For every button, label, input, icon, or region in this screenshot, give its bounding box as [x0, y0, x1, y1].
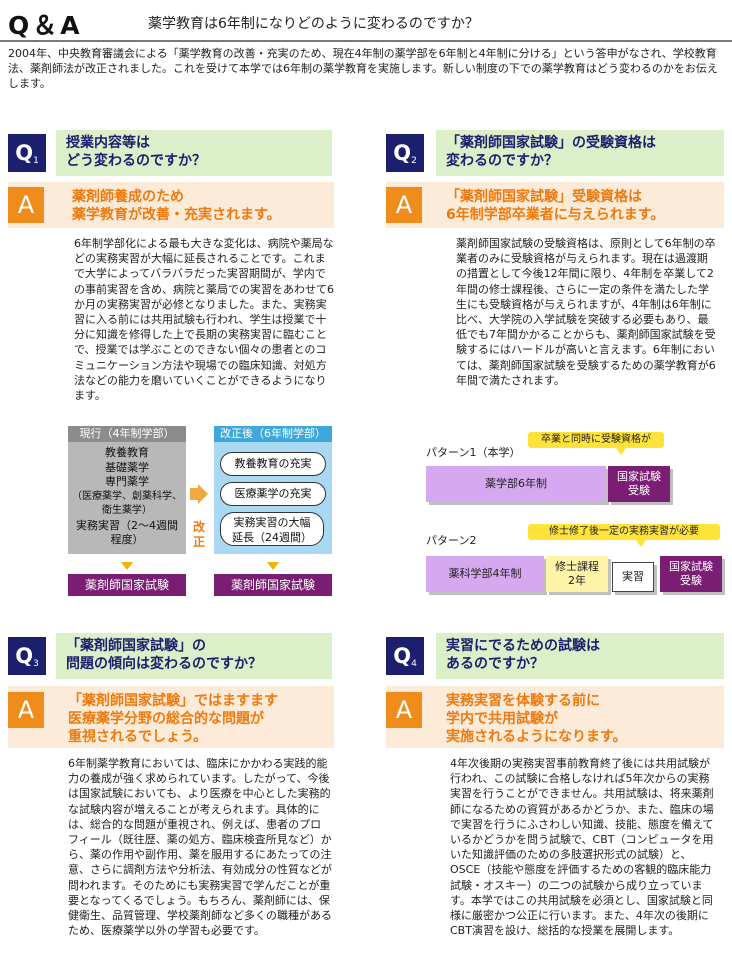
page-title: 薬学教育は6年制になりどのように変わるのですか？ [148, 16, 479, 32]
a1-icon: A [8, 187, 44, 223]
q1-after-item-practice: 実務実習の大幅延長（24週間） [220, 512, 324, 546]
q1-before-down-arrow [121, 562, 133, 570]
q2-icon: Q2 [386, 134, 424, 172]
q2-pattern2-label: パターン2 [426, 534, 477, 547]
q2-pattern2-bar: 薬科学部4年制 [426, 556, 544, 592]
intro-text: 2004年、中央教育審議会による「薬学教育の改善・充実のため、現在4年制の薬学部… [8, 47, 718, 90]
a2-icon: A [386, 187, 422, 223]
q1-question: 授業内容等はどう変わるのですか？ [56, 130, 332, 176]
a3-icon: A [8, 692, 44, 728]
q2-pattern1-bar: 薬学部6年制 [426, 466, 606, 502]
q1-after-item-medical: 医療薬学の充実 [220, 482, 326, 506]
q3-answer-head: 「薬剤師国家試験」ではますます医療薬学分野の総合的な問題が重視されるでしょう。 [68, 693, 278, 745]
q1-answer-body: 6年制学部化による最も大きな変化は、病院や薬局などの実務実習が大幅に延長されるこ… [74, 237, 334, 403]
q4-answer-body: 4年次後期の実務実習事前教育終了後には共用試験が行われ、この試験に合格しなければ… [450, 757, 714, 938]
q1-change-arrow [190, 488, 198, 500]
q1-kaisei-label: 改正 [192, 520, 205, 549]
page-logo: Q＆A [8, 11, 83, 40]
q1-change-arrow-head [198, 484, 208, 504]
q2-pattern2-callout-tail [636, 540, 646, 547]
q2-pattern1-label: パターン1（本学） [426, 446, 521, 459]
q1-after-item-general: 教養教育の充実 [220, 452, 326, 476]
q1-exam-before: 薬剤師国家試験 [68, 574, 186, 596]
q1-exam-after: 薬剤師国家試験 [214, 574, 332, 596]
q2-question: 「薬剤師国家試験」の受験資格は変わるのですか？ [436, 130, 724, 176]
q2-pattern1-exam: 国家試験受験 [608, 466, 670, 502]
a4-icon: A [386, 692, 422, 728]
q3-icon: Q3 [8, 637, 46, 675]
q3-answer-band [8, 686, 334, 748]
q1-answer-band [8, 182, 334, 228]
q1-icon: Q1 [8, 134, 46, 172]
q1-after-down-arrow [267, 562, 279, 570]
q4-question: 実習にでるための試験はあるのですか？ [436, 633, 724, 679]
q3-answer-body: 6年制薬学教育においては、臨床にかかわる実践的能力の養成が強く求められています。… [68, 757, 332, 938]
q2-pattern1-callout-tail [616, 448, 626, 455]
q2-pattern2-callout: 修士修了後一定の実務実習が必要 [528, 524, 720, 540]
q2-pattern2-exam: 国家試験受験 [660, 556, 722, 592]
q1-before-box: 教養教育 基礎薬学 専門薬学 （医療薬学、創薬科学、 衛生薬学） 実務実習（2～… [68, 442, 186, 554]
q4-icon: Q4 [386, 637, 424, 675]
q1-answer-head: 薬剤師養成のため薬学教育が改善・充実されます。 [72, 189, 281, 223]
q1-before-title: 現行（4年制学部） [68, 426, 186, 442]
q2-answer-body: 薬剤師国家試験の受験資格は、原則として6年制の卒業者のみに受験資格が与えられます… [456, 237, 716, 387]
q1-after-title: 改正後（6年制学部） [214, 426, 332, 442]
q3-question: 「薬剤師国家試験」の問題の傾向は変わるのですか？ [56, 633, 332, 679]
q2-answer-band [386, 182, 724, 228]
q2-pattern1-callout: 卒業と同時に受験資格が [528, 432, 664, 448]
q4-answer-head: 実務実習を体験する前に学内で共用試験が実施されるようになります。 [446, 693, 627, 745]
q4-answer-band [386, 686, 724, 748]
header-divider [0, 40, 732, 42]
q2-pattern2-practice: 実習 [612, 562, 654, 592]
